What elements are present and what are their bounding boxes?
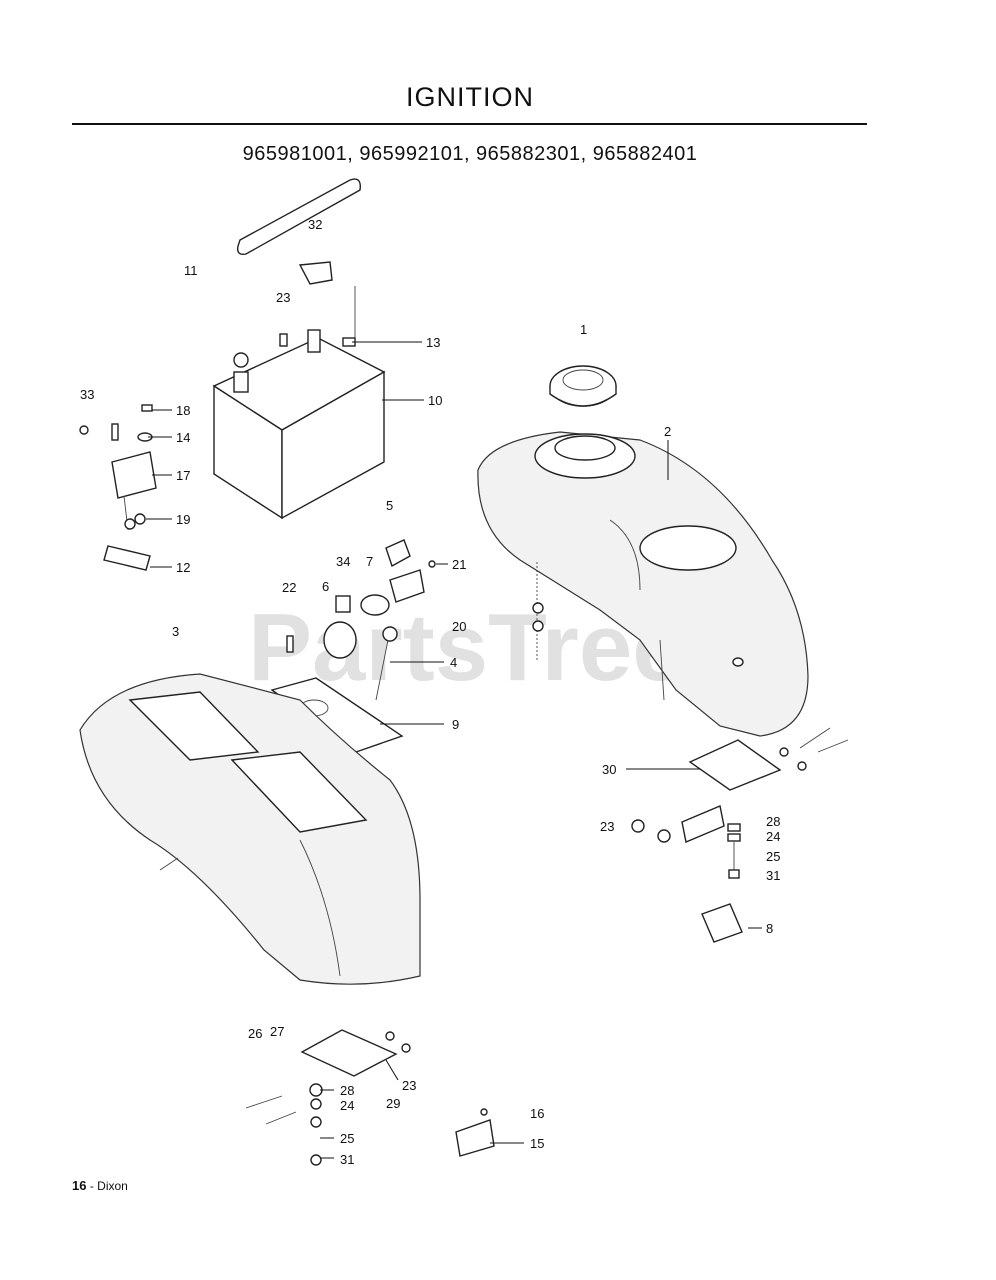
callout-21: 21 [452, 557, 466, 572]
callout-25-lower: 25 [340, 1131, 354, 1146]
callout-14: 14 [176, 430, 190, 445]
fuel-tank [477, 431, 809, 737]
relay-15 [455, 1119, 495, 1157]
callout-18: 18 [176, 403, 190, 418]
callout-31-lower: 31 [340, 1152, 354, 1167]
page-number: 16 [72, 1178, 87, 1193]
page-title: IGNITION [406, 82, 534, 112]
ignition-switch-parts [286, 539, 436, 701]
callout-2: 2 [664, 424, 671, 439]
callout-6: 6 [322, 579, 329, 594]
callout-33: 33 [80, 387, 94, 402]
footer-brand: Dixon [97, 1179, 128, 1193]
title-rule [72, 123, 867, 125]
callout-28-lower: 28 [340, 1083, 354, 1098]
line-clamp [532, 602, 544, 614]
handle-bar [236, 178, 361, 256]
callout-4: 4 [450, 655, 457, 670]
callout-31-bracket: 31 [766, 868, 780, 883]
page-footer: 16 - Dixon [72, 1178, 128, 1193]
model-numbers: 965981001, 965992101, 965882301, 9658824… [242, 143, 698, 165]
footer-separator: - [89, 1179, 98, 1193]
callout-13: 13 [426, 335, 440, 350]
battery [212, 286, 386, 520]
callout-3: 3 [172, 624, 179, 639]
clamp-part [298, 261, 333, 285]
callout-10: 10 [428, 393, 442, 408]
callout-30: 30 [602, 762, 616, 777]
callout-1: 1 [580, 322, 587, 337]
callout-19: 19 [176, 512, 190, 527]
callout-25-bracket: 25 [766, 849, 780, 864]
callout-17: 17 [176, 468, 190, 483]
callout-5: 5 [386, 498, 393, 513]
relay [701, 903, 743, 943]
callout-23-bracket: 23 [600, 819, 614, 834]
callout-12: 12 [176, 560, 190, 575]
callout-24-lower: 24 [340, 1098, 354, 1113]
callout-15: 15 [530, 1136, 544, 1151]
callout-23-battery: 23 [276, 290, 290, 305]
lower-bracket [245, 1029, 411, 1166]
fuel-cap [549, 365, 617, 407]
callout-11: 11 [184, 263, 198, 278]
callout-20: 20 [452, 619, 466, 634]
callout-26: 26 [248, 1026, 262, 1041]
callout-34: 34 [336, 554, 350, 569]
line-clamp-2 [532, 620, 544, 632]
callout-8: 8 [766, 921, 773, 936]
callout-9: 9 [452, 717, 459, 732]
callout-28-bracket: 28 [766, 814, 780, 829]
console-shroud [79, 673, 421, 985]
callout-29: 29 [386, 1096, 400, 1111]
callout-27: 27 [270, 1024, 284, 1039]
callout-7: 7 [366, 554, 373, 569]
mounting-bracket [631, 727, 849, 879]
callout-32: 32 [308, 217, 322, 232]
callout-23-lower: 23 [402, 1078, 416, 1093]
cable-terminal-assembly [79, 404, 157, 571]
callout-24-bracket: 24 [766, 829, 780, 844]
callout-22: 22 [282, 580, 296, 595]
callout-16: 16 [530, 1106, 544, 1121]
